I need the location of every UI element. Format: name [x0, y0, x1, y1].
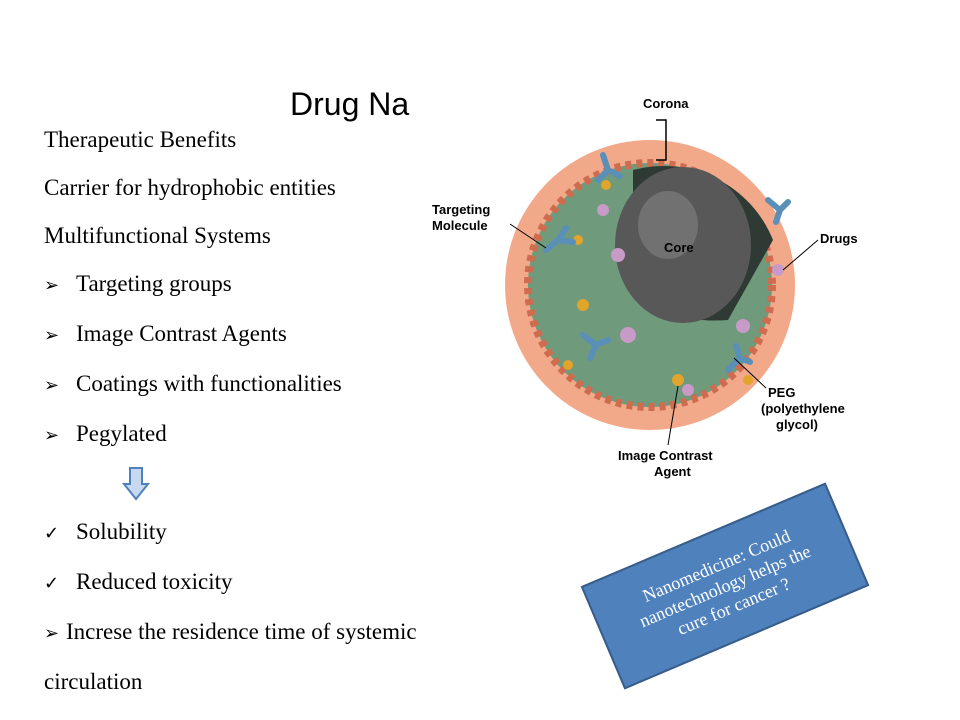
drug [682, 384, 694, 396]
label-targeting-2: Molecule [432, 218, 488, 233]
bullet-multifunctional: Multifunctional Systems [44, 223, 271, 248]
callout-box: Nanomedicine: Could nanotechnology helps… [580, 482, 870, 690]
label-peg-2: (polyethylene [761, 401, 845, 416]
arrow-bullet-icon: ➢ [44, 375, 60, 396]
drug [611, 248, 625, 262]
arrow-bullet-icon: ➢ [44, 623, 60, 644]
leader-peg [733, 357, 767, 389]
callout-text: Nanomedicine: Could nanotechnology helps… [636, 525, 814, 639]
label-core: Core [664, 240, 694, 255]
bullet-list: Therapeutic Benefits Carrier for hydroph… [44, 116, 544, 706]
outcome-solubility: ✓Solubility [44, 508, 544, 558]
leader-contrast [667, 385, 679, 446]
nanoparticle-diagram: Corona Targeting Molecule Core Drugs PEG… [432, 96, 858, 479]
label-drugs: Drugs [820, 231, 858, 246]
bullet-residence: ➢Increse the residence time of systemic [44, 608, 544, 658]
sub-bullet-pegylated: ➢Pegylated [44, 410, 544, 460]
arrow-bullet-icon: ➢ [44, 275, 60, 296]
label-corona: Corona [643, 96, 689, 111]
nanoparticle-figure: Corona Targeting Molecule Core Drugs PEG… [428, 90, 878, 485]
label-peg-3: glycol) [776, 417, 818, 432]
label-contrast-1: Image Contrast [618, 448, 713, 463]
contrast-agent [601, 180, 611, 190]
label-contrast-2: Agent [654, 464, 692, 479]
drug [736, 319, 750, 333]
label-peg-1: PEG [768, 385, 795, 400]
targeting-ligand [595, 152, 623, 183]
targeting-ligand [543, 225, 576, 253]
targeting-ligand [725, 343, 753, 373]
down-arrow-icon [122, 467, 150, 501]
contrast-agent [743, 375, 753, 385]
drug [772, 264, 784, 276]
targeting-ligand [580, 332, 611, 361]
check-icon: ✓ [44, 573, 60, 594]
outcome-toxicity: ✓Reduced toxicity [44, 558, 544, 608]
drug [620, 327, 636, 343]
slide-title: Drug Na [290, 86, 410, 122]
bullet-carrier: Carrier for hydrophobic entities [44, 175, 336, 200]
arrow-bullet-icon: ➢ [44, 425, 60, 446]
label-targeting-1: Targeting [432, 202, 490, 217]
contrast-agent [577, 299, 589, 311]
corona-bracket [656, 119, 667, 161]
arrow-gap [44, 460, 544, 508]
core-highlight [638, 191, 698, 259]
peg-brush [524, 159, 776, 411]
contrast-agent [563, 360, 573, 370]
sub-bullet-coatings: ➢Coatings with functionalities [44, 360, 544, 410]
contrast-agent [672, 374, 684, 386]
check-icon: ✓ [44, 523, 60, 544]
targeting-ligand [765, 197, 791, 225]
drug [597, 204, 609, 216]
arrow-bullet-icon: ➢ [44, 325, 60, 346]
bullet-residence-cont: circulation [44, 669, 143, 694]
sub-bullet-targeting: ➢Targeting groups [44, 260, 544, 310]
sub-bullet-contrast: ➢Image Contrast Agents [44, 310, 544, 360]
bullet-therapeutic: Therapeutic Benefits [44, 127, 237, 152]
leader-targeting [509, 223, 547, 249]
leader-drugs [782, 239, 819, 271]
